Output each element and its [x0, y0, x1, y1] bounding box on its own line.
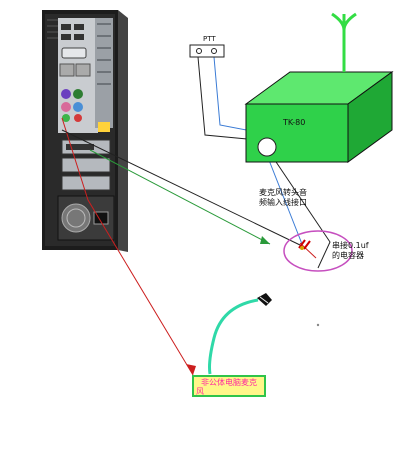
- capacitor-label-line2: 的电容器: [332, 251, 364, 260]
- wire-red-capacitor: [299, 242, 317, 259]
- mic-input-label-line1: 麦克风转头音: [259, 188, 307, 197]
- wire-blue-jack: [264, 149, 303, 245]
- mic-jack-icon: [257, 137, 277, 157]
- radio-model-label: TK-80: [283, 118, 306, 127]
- capacitor-icon: [298, 239, 311, 250]
- arrow-red-head: [186, 364, 196, 375]
- wire-black-jack-to-capacitor: [267, 149, 331, 269]
- wires: [61, 56, 331, 376]
- radio-box: [244, 71, 394, 163]
- pc-mic-label-line2: 风: [196, 387, 204, 396]
- stray-dot: [316, 323, 320, 327]
- capacitor-label-line1: 串接0.1uf: [332, 241, 369, 250]
- microphone-icon: [257, 293, 272, 306]
- antenna-icon: [331, 12, 357, 72]
- arrow-green-head: [260, 236, 270, 244]
- pc-mic-label-box: [192, 375, 266, 397]
- wire-black-pc-to-capacitor: [61, 129, 301, 246]
- wire-green-pc-to-capacitor: [89, 149, 271, 245]
- ptt-switch-icon: [189, 44, 225, 58]
- mic-input-label-line2: 频输入线接口: [259, 198, 307, 207]
- pc-tower: [42, 10, 128, 252]
- wire-ptt-left: [197, 56, 259, 141]
- wire-red-pc-to-mic: [61, 117, 194, 376]
- ptt-label: PTT: [203, 35, 216, 43]
- capacitor-highlight: [283, 230, 353, 272]
- pc-mic-label-line1: 非公体电脑麦克: [201, 378, 257, 387]
- mic-cable: [208, 298, 259, 375]
